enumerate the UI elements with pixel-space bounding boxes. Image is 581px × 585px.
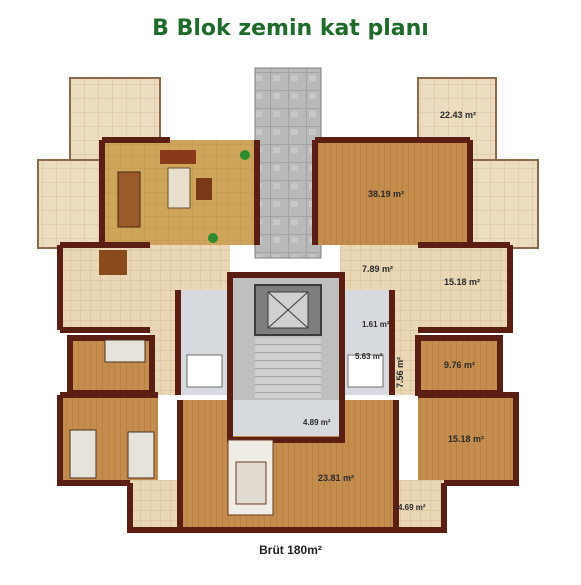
area-label-master: 23.81 m²	[318, 473, 354, 483]
furniture	[69, 150, 384, 516]
gross-area: Brüt 180m²	[0, 543, 581, 557]
area-label-bath: 5.63 m²	[355, 352, 383, 361]
building-core	[227, 272, 345, 443]
area-label-living: 38.19 m²	[368, 189, 404, 199]
area-label-bedroom: 15.18 m²	[448, 434, 484, 444]
gross-area-value: 180	[287, 543, 308, 557]
area-label-corridor: 7.56 m²	[395, 357, 405, 388]
area-label-balcony-small: 4.69 m²	[398, 503, 426, 512]
gross-area-unit: m²	[307, 543, 322, 557]
area-label-kitchen: 15.18 m²	[444, 277, 480, 287]
area-label-hall: 7.89 m²	[362, 264, 393, 274]
gross-area-label: Brüt	[259, 543, 284, 557]
entrance-walkway	[254, 67, 322, 259]
area-labels: 22.43 m² 38.19 m² 7.89 m² 15.18 m² 1.61 …	[303, 110, 484, 512]
plan-title: B Blok zemin kat planı	[152, 16, 429, 41]
area-label-ensuite: 4.89 m²	[303, 418, 331, 427]
area-label-wc: 1.61 m²	[362, 320, 390, 329]
area-label-balcony: 22.43 m²	[440, 110, 476, 120]
area-label-bedroom-small: 9.76 m²	[444, 360, 475, 370]
